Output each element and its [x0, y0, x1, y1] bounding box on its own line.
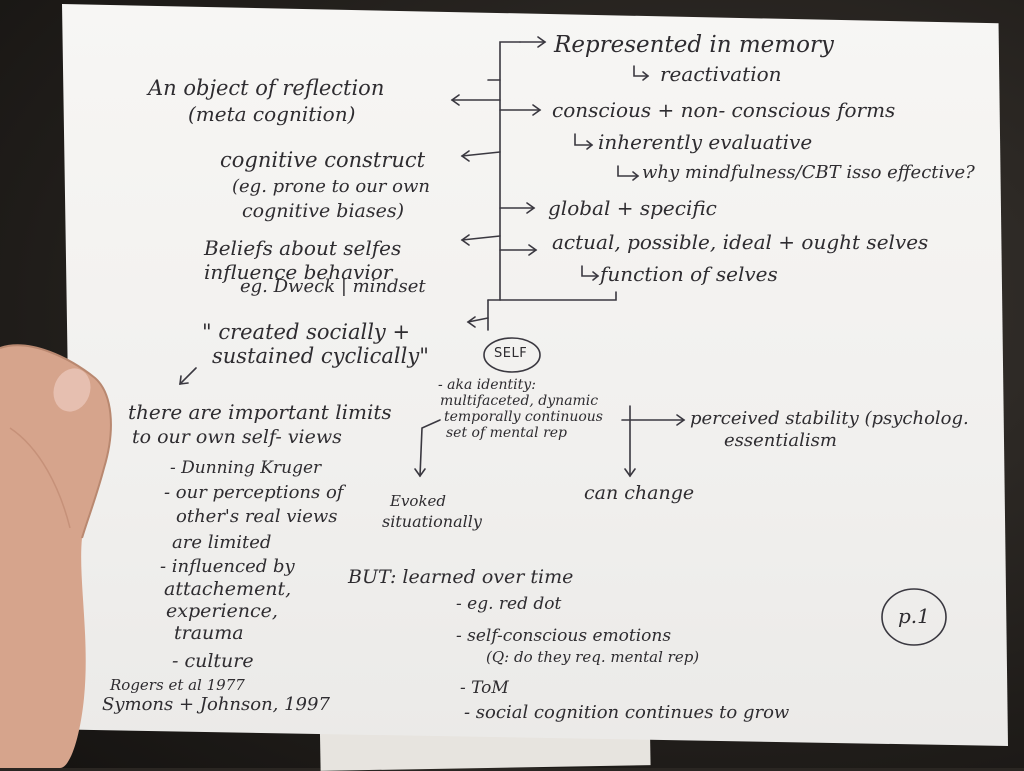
note-self-conscious-emotions: - self-conscious emotions [456, 626, 672, 646]
note-influenced-by: - influenced by [160, 556, 295, 577]
note-reactivation: reactivation [660, 62, 782, 86]
note-global-specific: global + specific [548, 196, 717, 220]
hand-holding-paper [0, 344, 112, 768]
note-q-mental-rep: (Q: do they req. mental rep) [486, 648, 700, 666]
note-cognitive-biases: cognitive biases) [242, 200, 405, 222]
note-sustained-cyclically: sustained cyclically" [212, 344, 429, 368]
note-dunning-kruger: - Dunning Kruger [170, 458, 322, 478]
note-mindfulness: why mindfulness/CBT isso effective? [642, 162, 975, 183]
note-but-learned: BUT: learned over time [348, 566, 574, 588]
note-created-socially: " created socially + [202, 320, 411, 344]
note-tom: - ToM [460, 678, 509, 698]
note-inherently-evaluative: inherently evaluative [598, 130, 813, 154]
note-beliefs-selves: Beliefs about selfes [204, 236, 402, 260]
note-trauma: trauma [174, 622, 244, 644]
note-culture: - culture [172, 650, 254, 672]
note-represented-memory: Represented in memory [554, 32, 834, 58]
note-perceptions: - our perceptions of [164, 482, 344, 503]
note-multifaceted: multifaceted, dynamic [440, 393, 599, 409]
reference-symons: Symons + Johnson, 1997 [102, 694, 330, 715]
note-social-cognition: - social cognition continues to grow [464, 702, 790, 723]
note-dweck-mindset: eg. Dweck | mindset [240, 276, 426, 297]
note-selves-types: actual, possible, ideal + ought selves [552, 230, 929, 254]
note-function-selves: function of selves [600, 262, 778, 286]
note-essentialism: essentialism [724, 430, 837, 451]
note-important-limits: there are important limits [128, 400, 392, 424]
note-metacognition: (meta cognition) [188, 102, 356, 126]
note-attachment: attachement, [164, 578, 292, 600]
note-situationally: situationally [382, 512, 482, 531]
note-conscious-forms: conscious + non- conscious forms [552, 98, 896, 122]
note-influence-behavior: influence behavior [204, 260, 393, 284]
note-mental-rep: set of mental rep [446, 425, 568, 441]
page-number: p.1 [898, 604, 930, 628]
note-object-reflection: An object of reflection [148, 76, 385, 100]
note-temporally-continuous: temporally continuous [444, 409, 603, 425]
note-self-views: to our own self- views [132, 426, 342, 448]
self-label: SELF [494, 346, 528, 361]
reference-rogers: Rogers et al 1977 [110, 676, 245, 694]
note-can-change: can change [584, 482, 695, 504]
note-prone-biases: (eg. prone to our own [232, 176, 430, 197]
note-aka-identity: - aka identity: [438, 377, 536, 393]
note-evoked: Evoked [390, 492, 447, 510]
note-others-views: other's real views [176, 506, 338, 527]
note-red-dot: - eg. red dot [456, 594, 562, 614]
note-are-limited: are limited [172, 532, 272, 553]
notes-sheet [62, 4, 1008, 746]
note-experience: experience, [166, 600, 278, 622]
note-perceived-stability: perceived stability (psycholog. [690, 408, 969, 429]
note-cognitive-construct: cognitive construct [220, 148, 426, 172]
